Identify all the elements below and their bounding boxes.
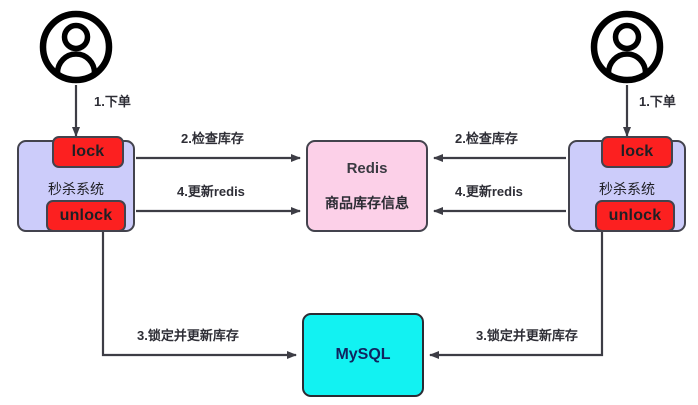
unlock-chip-left[interactable]: unlock xyxy=(46,200,126,232)
edge-left-lock-update-db xyxy=(101,232,297,359)
lock-chip-left[interactable]: lock xyxy=(52,136,124,168)
user-avatar-icon-right xyxy=(590,10,664,84)
edge-label-right-update-redis: 4.更新redis xyxy=(455,184,523,199)
redis-subtitle: 商品库存信息 xyxy=(325,194,409,211)
edge-label-right-check-stock: 2.检查库存 xyxy=(455,131,518,146)
redis-title: Redis xyxy=(346,159,388,177)
unlock-chip-right[interactable]: unlock xyxy=(595,200,675,232)
system-label-left: 秒杀系统 xyxy=(48,181,104,197)
mysql-node[interactable]: MySQL xyxy=(302,313,424,397)
mysql-title: MySQL xyxy=(335,346,391,363)
user-avatar-icon-left xyxy=(39,10,113,84)
edge-label-left-lock-update-db: 3.锁定并更新库存 xyxy=(137,328,239,343)
edge-label-right-lock-update-db: 3.锁定并更新库存 xyxy=(476,328,578,343)
redis-node[interactable]: Redis 商品库存信息 xyxy=(306,140,428,232)
edge-label-left-update-redis: 4.更新redis xyxy=(177,184,245,199)
lock-chip-right[interactable]: lock xyxy=(601,136,673,168)
edge-label-right-order: 1.下单 xyxy=(639,94,676,109)
system-label-right: 秒杀系统 xyxy=(599,181,655,197)
edge-label-left-order: 1.下单 xyxy=(94,94,131,109)
edge-right-lock-update-db xyxy=(429,232,604,359)
edge-label-left-check-stock: 2.检查库存 xyxy=(181,131,244,146)
